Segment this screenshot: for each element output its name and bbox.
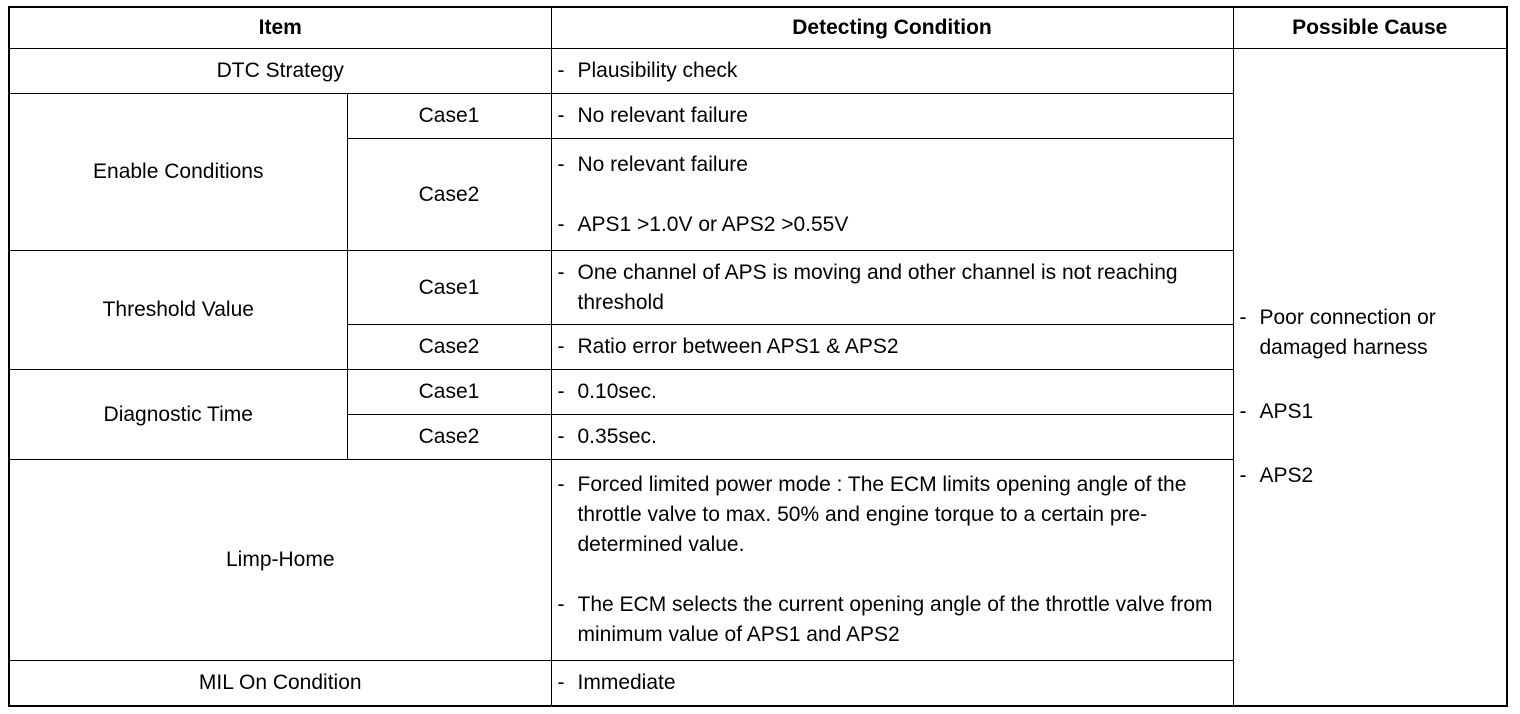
diagnostic-case1-label: Case1 xyxy=(346,369,552,415)
possible-cause-item: -APS1 xyxy=(1240,397,1503,427)
row-dtc-strategy: DTC Strategy -Plausibility check -Poor c… xyxy=(8,48,1508,706)
row-limp-home: Limp-Home -Forced limited power mode : T… xyxy=(8,459,1507,661)
cause-text: APS2 xyxy=(1259,463,1314,487)
cause-text: APS1 xyxy=(1259,399,1314,423)
threshold-case2-condition: -Ratio error between APS1 & APS2 xyxy=(550,324,1234,370)
enable-conditions-label: Enable Conditions xyxy=(8,93,348,251)
condition-text: 0.10sec. xyxy=(577,380,657,403)
condition-text: The ECM selects the current opening angl… xyxy=(577,593,1213,646)
cause-text: Poor connection or damaged harness xyxy=(1259,305,1436,359)
header-row: Item Detecting Condition Possible Cause xyxy=(8,6,1508,49)
condition-text: 0.35sec. xyxy=(577,425,657,448)
threshold-case1-label: Case1 xyxy=(346,250,552,325)
mil-on-condition-condition: -Immediate xyxy=(550,660,1234,706)
limp-home-condition: -Forced limited power mode : The ECM lim… xyxy=(550,459,1234,661)
condition-text: One channel of APS is moving and other c… xyxy=(577,260,1178,314)
row-threshold-case1: Threshold Value Case1 -One channel of AP… xyxy=(8,250,1507,370)
condition-text: APS1 >1.0V or APS2 >0.55V xyxy=(577,212,849,236)
diagnostic-case2-label: Case2 xyxy=(346,414,552,460)
enable-case2-condition: -No relevant failure -APS1 >1.0V or APS2… xyxy=(550,138,1234,251)
condition-text: Immediate xyxy=(577,670,676,694)
dtc-table: Item Detecting Condition Possible Cause … xyxy=(8,6,1508,707)
possible-cause-cell: -Poor connection or damaged harness -APS… xyxy=(1232,48,1508,706)
row-enable-case2: Case2 -No relevant failure -APS1 >1.0V o… xyxy=(9,138,1507,251)
enable-case1-label: Case1 xyxy=(346,93,552,139)
condition-text: No relevant failure xyxy=(577,152,748,176)
dtc-table-wrapper: Item Detecting Condition Possible Cause … xyxy=(8,6,1508,707)
header-detecting-condition: Detecting Condition xyxy=(550,6,1234,49)
dtc-strategy-condition: -Plausibility check xyxy=(550,48,1234,94)
enable-case2-label: Case2 xyxy=(346,138,552,251)
header-possible-cause: Possible Cause xyxy=(1232,6,1508,49)
diagnostic-case2-condition: -0.35sec. xyxy=(550,414,1234,460)
possible-cause-item: -APS2 xyxy=(1240,461,1503,491)
threshold-case2-label: Case2 xyxy=(346,324,552,370)
condition-text: Plausibility check xyxy=(577,59,738,82)
diagnostic-time-label: Diagnostic Time xyxy=(8,369,348,460)
possible-cause-item: -Poor connection or damaged harness xyxy=(1240,303,1503,363)
row-diagnostic-case1: Diagnostic Time Case1 -0.10sec. xyxy=(8,369,1507,460)
row-mil-on-condition: MIL On Condition -Immediate xyxy=(8,660,1507,706)
limp-home-label: Limp-Home xyxy=(8,459,552,661)
row-diagnostic-case2: Case2 -0.35sec. xyxy=(9,414,1507,460)
enable-case1-condition: -No relevant failure xyxy=(550,93,1234,139)
header-item: Item xyxy=(8,6,552,49)
mil-on-condition-label: MIL On Condition xyxy=(8,660,552,706)
threshold-case1-condition: -One channel of APS is moving and other … xyxy=(550,250,1234,325)
row-enable-case1: Enable Conditions Case1 -No relevant fai… xyxy=(8,93,1507,251)
condition-text: No relevant failure xyxy=(577,104,748,127)
threshold-value-label: Threshold Value xyxy=(8,250,348,370)
condition-text: Forced limited power mode : The ECM limi… xyxy=(577,473,1187,556)
dtc-strategy-label: DTC Strategy xyxy=(8,48,552,94)
diagnostic-case1-condition: -0.10sec. xyxy=(550,369,1234,415)
row-threshold-case2: Case2 -Ratio error between APS1 & APS2 xyxy=(9,324,1507,370)
condition-text: Ratio error between APS1 & APS2 xyxy=(577,335,899,358)
